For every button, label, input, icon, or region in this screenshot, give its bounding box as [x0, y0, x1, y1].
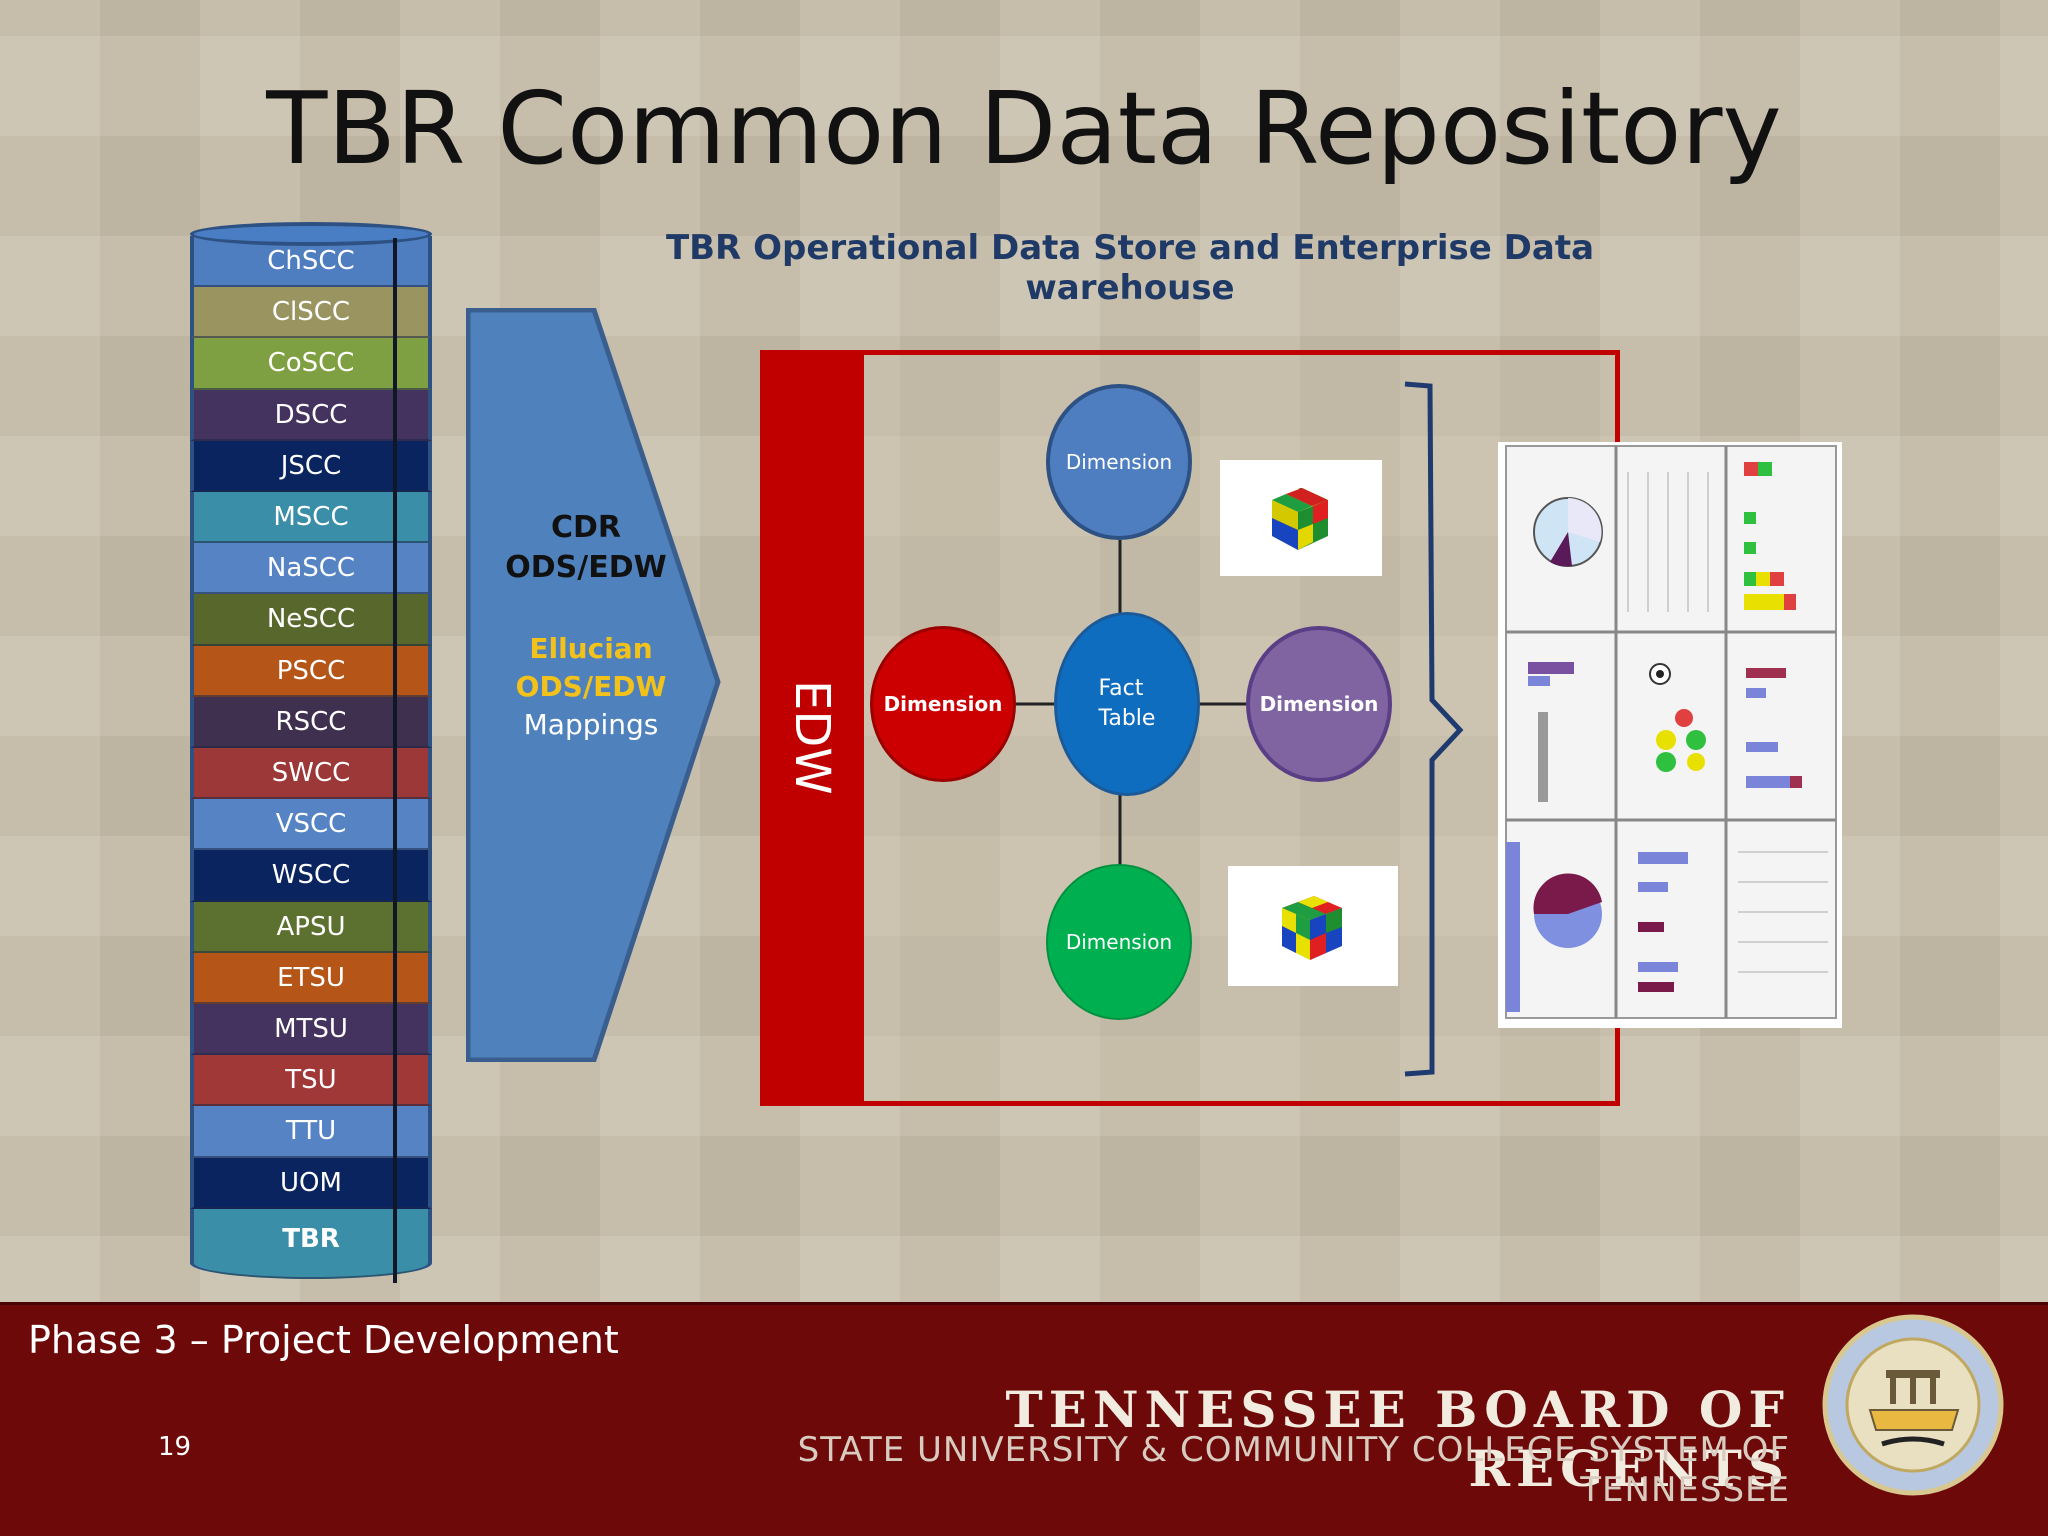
cylinder-segment-etsu: ETSU — [190, 952, 432, 1004]
dimension-right: Dimension — [1246, 626, 1392, 782]
dashboard-reports-image — [1498, 442, 1842, 1028]
slide-title: TBR Common Data Repository — [266, 70, 1782, 187]
cylinder-segment-mtsu: MTSU — [190, 1004, 432, 1056]
cylinder-segment-label: MSCC — [273, 502, 349, 532]
dimension-top: Dimension — [1046, 384, 1192, 540]
org-subtitle: STATE UNIVERSITY & COMMUNITY COLLEGE SYS… — [797, 1430, 1790, 1510]
footer-band — [0, 1302, 2048, 1536]
cylinder-segment-clscc: ClSCC — [190, 287, 432, 339]
cylinder-segment-label: NaSCC — [266, 553, 356, 584]
cylinder-segment-pscc: PSCC — [190, 645, 432, 697]
cylinder-segment-label: UOM — [280, 1167, 342, 1198]
fact-table-label-line1: Fact — [1098, 676, 1144, 701]
dimension-bottom-label: Dimension — [1065, 930, 1173, 954]
slide-subtitle: TBR Operational Data Store and Enterpris… — [665, 228, 1595, 308]
curly-bracket — [1404, 381, 1464, 1077]
arrow-cdr-label: CDR — [550, 510, 622, 545]
cylinder-segment-apsu: APSU — [190, 901, 432, 953]
cylinder-edge-line — [393, 238, 397, 1283]
cylinder-segment-label: PSCC — [276, 655, 346, 686]
dimension-left-label: Dimension — [883, 692, 1003, 716]
cylinder-segment-jscc: JSCC — [190, 440, 432, 492]
cylinder-segment-label: APSU — [276, 911, 346, 942]
cylinder-segment-label: MTSU — [274, 1014, 348, 1044]
dimension-right-label: Dimension — [1259, 692, 1379, 716]
arrow-shape — [465, 307, 721, 1063]
cylinder-segment-label: RSCC — [275, 706, 347, 737]
arrow-ellucian-ods-label: ODS/EDW — [515, 670, 667, 703]
page-number: 19 — [158, 1432, 192, 1462]
cylinder-segment-tbr: TBR — [190, 1208, 432, 1279]
cylinder-segment-tsu: TSU — [190, 1055, 432, 1107]
cylinder-segment-label: SWCC — [271, 758, 351, 788]
cylinder-segment-vscc: VSCC — [190, 799, 432, 851]
cylinder-segment-uom: UOM — [190, 1157, 432, 1209]
cylinder-segment-swcc: SWCC — [190, 748, 432, 800]
rubiks-cube-icon — [1228, 866, 1398, 986]
cylinder-segment-label: NeSCC — [266, 604, 356, 635]
cylinder-segment-coscc: CoSCC — [190, 338, 432, 390]
cylinder-segment-dscc: DSCC — [190, 389, 432, 441]
cylinder-segment-label: CoSCC — [267, 348, 355, 379]
rubiks-cube-icon — [1220, 460, 1382, 576]
institution-cylinder: ChSCC ClSCC CoSCC DSCC JSCC MSCC NaSCC NeSCC PSC… — [190, 222, 432, 1285]
cylinder-segment-rscc: RSCC — [190, 696, 432, 748]
arrow-ellucian-label: Ellucian — [529, 632, 653, 665]
cylinder-segment-nascc: NaSCC — [190, 543, 432, 595]
cylinder-segment-label: WSCC — [271, 860, 351, 891]
cylinder-segment-wscc: WSCC — [190, 850, 432, 902]
fact-table-label-line2: Table — [1098, 706, 1156, 731]
cylinder-segment-ttu: TTU — [190, 1106, 432, 1158]
cylinder-segment-label: ETSU — [277, 962, 345, 993]
cylinder-segment-label: ClSCC — [271, 297, 351, 328]
ods-edw-arrow: CDR ODS/EDW Ellucian ODS/EDW Mappings — [465, 307, 726, 1066]
tbr-seal-logo — [1822, 1314, 2004, 1496]
arrow-mappings-label: Mappings — [523, 708, 659, 741]
footer-phase-label: Phase 3 – Project Development — [28, 1318, 619, 1362]
cylinder-segment-label: ChSCC — [267, 246, 355, 276]
cylinder-segment-label: TTU — [285, 1116, 337, 1147]
cylinder-segment-label: TSU — [285, 1065, 337, 1096]
dimension-left: Dimension — [870, 626, 1016, 782]
cylinder-segment-label: TBR — [282, 1223, 340, 1254]
fact-table: Fact Table — [1054, 612, 1200, 796]
cylinder-top — [190, 222, 432, 246]
dimension-top-label: Dimension — [1065, 450, 1173, 474]
cylinder-segment-mscc: MSCC — [190, 492, 432, 544]
cylinder-segment-label: JSCC — [280, 450, 342, 481]
cylinder-segment-label: VSCC — [275, 809, 347, 840]
cylinder-segment-nescc: NeSCC — [190, 594, 432, 646]
arrow-ods-edw-label: ODS/EDW — [505, 550, 667, 585]
dimension-bottom: Dimension — [1046, 864, 1192, 1020]
cylinder-segment-label: DSCC — [274, 399, 348, 430]
org-name: TENNESSEE BOARD OF REGENTS — [1005, 1380, 1790, 1498]
edw-side-bar — [760, 350, 864, 1106]
